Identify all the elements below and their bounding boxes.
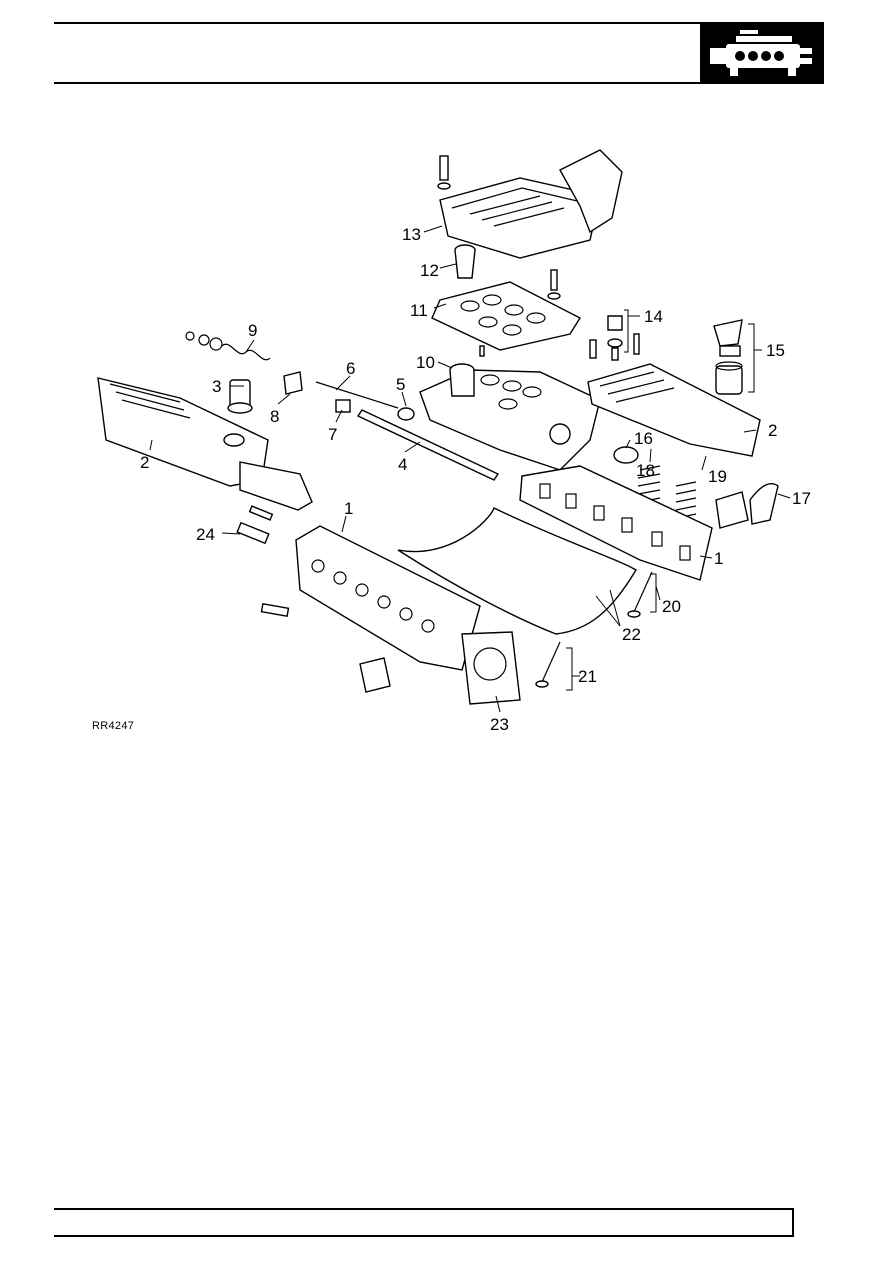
callout-24: 24 — [196, 525, 215, 544]
rocker-cover-left — [97, 377, 313, 511]
callout-17: 17 — [792, 489, 811, 508]
rocker-cover-right — [587, 363, 761, 457]
plenum-sleeve — [454, 244, 476, 279]
water-outlet-housing — [715, 482, 779, 529]
rocker-parts — [185, 331, 500, 481]
callout-16: 16 — [634, 429, 653, 448]
callout-6: 6 — [346, 359, 355, 378]
callout-2-right: 2 — [768, 421, 777, 440]
callout-22: 22 — [622, 625, 641, 644]
inlet-manifold — [419, 345, 601, 471]
exploded-parts-diagram: 1 1 2 2 3 4 5 6 7 8 9 10 11 12 13 14 15 … — [97, 149, 811, 734]
callout-12: 12 — [420, 261, 439, 280]
valve-springs — [637, 465, 697, 519]
leader-lines — [149, 225, 791, 713]
callout-18: 18 — [636, 461, 655, 480]
footer-frame — [54, 1208, 794, 1237]
cylinder-head-gasket — [461, 631, 521, 705]
plenum-gasket-plate — [431, 281, 581, 351]
callout-20: 20 — [662, 597, 681, 616]
callout-1-right: 1 — [714, 549, 723, 568]
callout-7: 7 — [328, 425, 337, 444]
callout-2-left: 2 — [140, 453, 149, 472]
callout-10: 10 — [416, 353, 435, 372]
callout-21: 21 — [578, 667, 597, 686]
spark-plug-and-bolts — [236, 505, 391, 693]
callout-5: 5 — [396, 375, 405, 394]
callout-11: 11 — [410, 301, 428, 320]
plenum-chamber — [437, 149, 623, 300]
header-bottom-rule — [54, 82, 700, 84]
callout-1-left: 1 — [344, 499, 353, 518]
oil-filler-assembly — [713, 319, 743, 395]
engine-icon — [710, 30, 812, 76]
callout-13: 13 — [402, 225, 421, 244]
callout-8: 8 — [270, 407, 279, 426]
callout-3: 3 — [212, 377, 221, 396]
callouts: 1 1 2 2 3 4 5 6 7 8 9 10 11 12 13 14 15 … — [140, 225, 811, 734]
temperature-sensor-set — [589, 315, 640, 361]
callout-19: 19 — [708, 467, 727, 486]
callout-14: 14 — [644, 307, 663, 326]
callout-23: 23 — [490, 715, 509, 734]
engine-section-badge — [700, 22, 824, 84]
header-top-rule — [54, 22, 824, 24]
callout-15: 15 — [766, 341, 785, 360]
cylinder-head-left — [295, 525, 481, 671]
valley-gasket — [397, 507, 637, 635]
figure-reference-code: RR4247 — [92, 720, 135, 732]
callout-9: 9 — [248, 321, 257, 340]
valves — [535, 571, 653, 688]
water-outlet-elbow — [613, 446, 639, 464]
cylinder-head-right — [519, 465, 713, 581]
callout-4: 4 — [398, 455, 407, 474]
